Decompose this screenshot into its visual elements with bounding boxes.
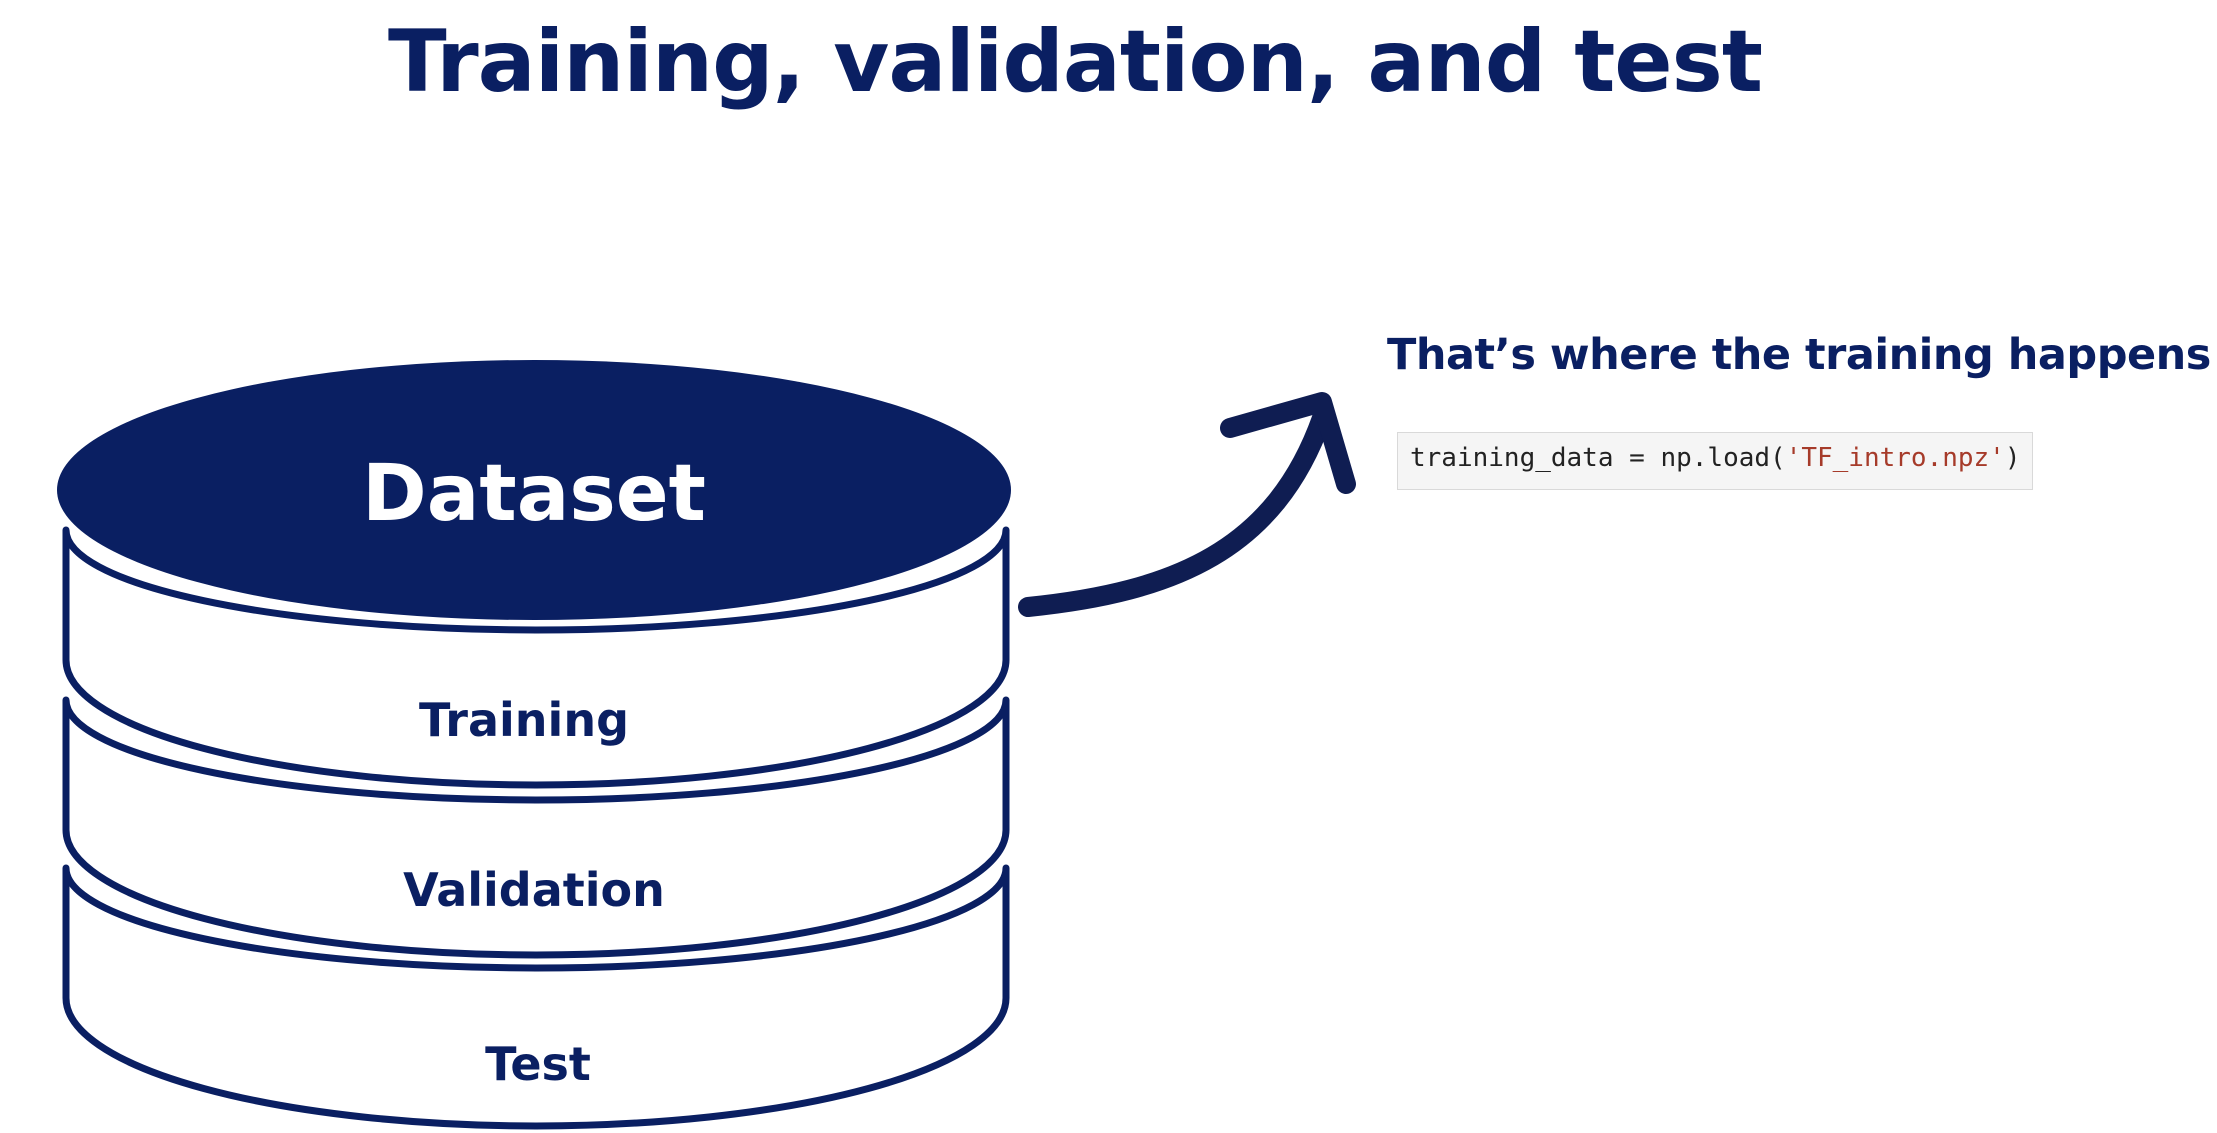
validation-segment bbox=[62, 696, 1010, 959]
code-cell: training_data = np.load('TF_intro.npz') bbox=[1397, 432, 2033, 490]
test-label: Test bbox=[485, 1037, 591, 1091]
training-segment bbox=[62, 526, 1010, 789]
test-segment bbox=[62, 864, 1010, 1130]
dataset-label: Dataset bbox=[362, 449, 706, 539]
training-label: Training bbox=[419, 693, 629, 747]
code-suffix: ) bbox=[2004, 443, 2021, 473]
page-title: Training, validation, and test bbox=[388, 12, 1763, 112]
code-prefix: training_data = np.load( bbox=[1410, 443, 1786, 473]
curved-arrow-icon bbox=[1018, 392, 1356, 617]
dataset-top bbox=[57, 360, 1011, 620]
callout-text: That’s where the training happens bbox=[1387, 330, 2211, 380]
code-string-literal: 'TF_intro.npz' bbox=[1785, 443, 2005, 473]
validation-label: Validation bbox=[403, 863, 665, 917]
